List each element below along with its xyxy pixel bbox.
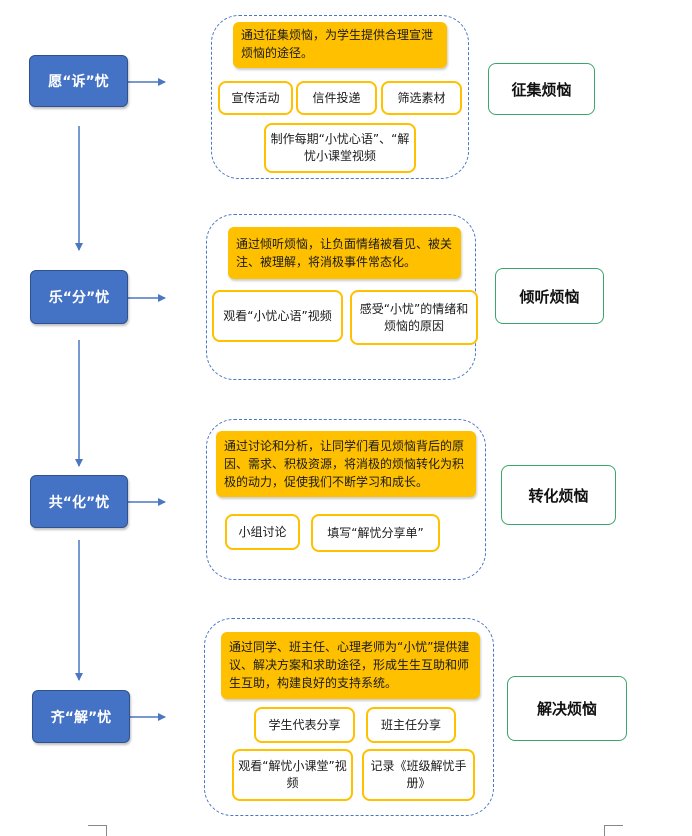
description-3: 通过讨论和分析，让同学们看见烦恼背后的原因、需求、积极资源，将消极的烦恼转化为积… bbox=[216, 431, 476, 497]
description-2: 通过倾听烦恼，让负面情绪被看见、被关注、被理解，将消极事件常态化。 bbox=[228, 227, 461, 279]
stage-box-2: 乐“分”忧 bbox=[30, 270, 128, 324]
group-4 bbox=[204, 618, 494, 816]
stage-box-4: 齐“解”忧 bbox=[32, 690, 130, 743]
activity-4-3: 观看“解忧小课堂”视频 bbox=[232, 749, 353, 801]
activity-1-4: 制作每期“小忧心语”、“解忧小课堂视频 bbox=[264, 123, 416, 173]
description-1: 通过征集烦恼，为学生提供合理宣泄烦恼的途径。 bbox=[233, 22, 447, 68]
result-box-2: 倾听烦恼 bbox=[495, 268, 604, 324]
result-box-1: 征集烦恼 bbox=[488, 63, 595, 115]
result-box-4: 解决烦恼 bbox=[507, 676, 627, 741]
activity-2-2: 感受“小忧”的情绪和烦恼的原因 bbox=[350, 290, 478, 345]
stage-box-1: 愿“诉”忧 bbox=[29, 55, 128, 107]
activity-4-1: 学生代表分享 bbox=[254, 707, 355, 743]
activity-4-4: 记录《班级解忧手册》 bbox=[362, 749, 475, 801]
activity-3-1: 小组讨论 bbox=[225, 514, 300, 550]
stage-box-3: 共“化”忧 bbox=[30, 475, 128, 528]
activity-1-2: 信件投递 bbox=[296, 81, 377, 115]
activity-3-2: 填写“解忧分享单” bbox=[311, 514, 440, 552]
activity-4-2: 班主任分享 bbox=[366, 707, 456, 743]
page-corner-mark-left bbox=[88, 825, 107, 836]
activity-1-1: 宣传活动 bbox=[218, 81, 293, 115]
result-box-3: 转化烦恼 bbox=[501, 465, 616, 525]
description-4: 通过同学、班主任、心理老师为“小忧”提供建议、解决方案和求助途径，形成生生互助和… bbox=[221, 632, 480, 699]
group-1 bbox=[211, 15, 469, 179]
stage-label-1: 愿“诉”忧 bbox=[48, 74, 109, 90]
stage-label-4: 齐“解”忧 bbox=[50, 709, 112, 726]
group-3 bbox=[206, 419, 486, 580]
page-corner-mark-right bbox=[604, 825, 623, 836]
stage-label-2: 乐“分”忧 bbox=[48, 290, 110, 306]
activity-2-1: 观看“小忧心语”视频 bbox=[212, 290, 343, 342]
stage-label-3: 共“化”忧 bbox=[48, 494, 110, 511]
activity-1-3: 筛选素材 bbox=[381, 81, 462, 115]
